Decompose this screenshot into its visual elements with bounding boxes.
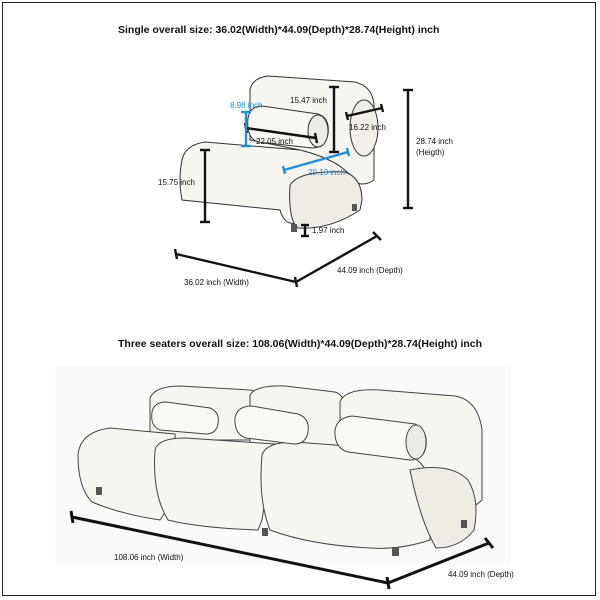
- leg: [461, 520, 467, 528]
- back-depth-label: 16.22 inch: [349, 123, 386, 132]
- three-width-label: 108.06 inch (Width): [114, 553, 184, 562]
- overall-height-label: 28.74 inch: [416, 137, 453, 146]
- single-bolster-end: [307, 114, 329, 148]
- single-leg: [291, 224, 297, 232]
- bolster-right-end: [405, 424, 427, 460]
- seat-height-label: 15.75 inch: [158, 178, 195, 187]
- three-seater-size-title: Three seaters overall size: 108.06(Width…: [118, 338, 483, 350]
- bolster-middle: [234, 405, 309, 445]
- single-depth-label: 44.09 inch (Depth): [337, 266, 403, 275]
- leg-height-label: 1.97 inch: [312, 226, 345, 235]
- leg: [392, 547, 399, 556]
- back-top-label: 15.47 inch: [290, 96, 327, 105]
- pillow-diameter-label: 8.98 inch: [230, 101, 263, 110]
- single-width-label: 36.02 inch (Width): [184, 278, 249, 287]
- three-depth-label: 44.09 inch (Depth): [448, 570, 514, 579]
- seat-middle: [154, 437, 276, 531]
- single-seat-front: [289, 171, 363, 229]
- pillow-length-label: 22.05 inch: [256, 137, 293, 146]
- single-size-title: Single overall size: 36.02(Width)*44.09(…: [118, 24, 440, 36]
- seat-depth-label: 29.13 inch: [308, 168, 345, 177]
- leg: [96, 487, 102, 495]
- single-leg: [352, 204, 357, 211]
- seat-right-roll: [409, 467, 477, 549]
- bolster-left: [151, 401, 219, 435]
- leg: [262, 528, 268, 536]
- overall-height-note: (Heigth): [416, 148, 445, 157]
